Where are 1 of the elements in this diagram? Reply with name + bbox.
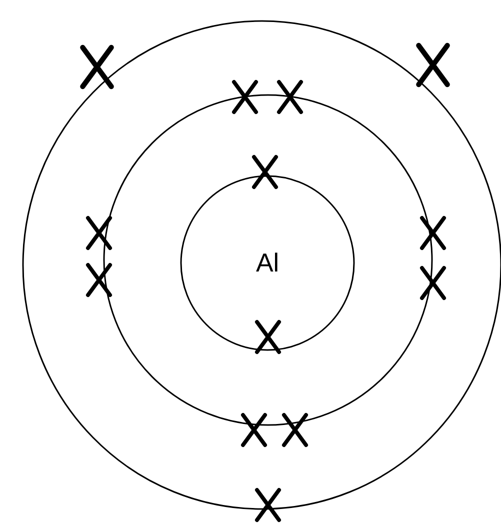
element-symbol: Al <box>256 248 280 278</box>
